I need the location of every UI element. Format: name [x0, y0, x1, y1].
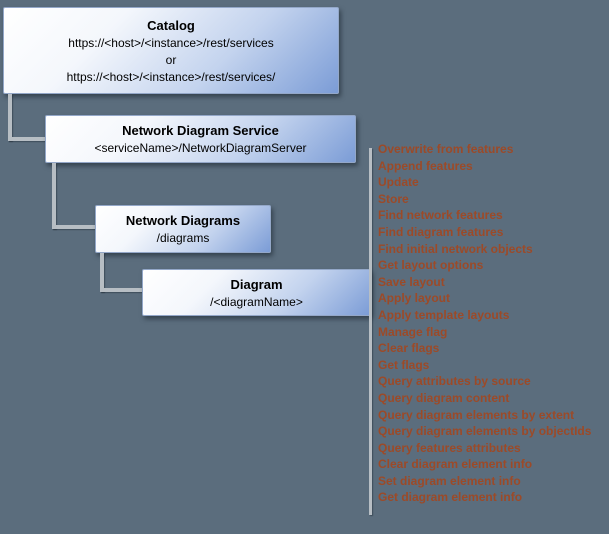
operation-link[interactable]: Find initial network objects	[378, 241, 533, 256]
diagram-box[interactable]: Diagram /<diagramName>	[142, 269, 371, 316]
operation-link[interactable]: Set diagram element info	[378, 473, 521, 488]
operation-link[interactable]: Query diagram content	[378, 390, 510, 405]
catalog-title: Catalog	[147, 17, 195, 33]
catalog-url-2: https://<host>/<instance>/rest/services/	[66, 69, 276, 84]
operation-link[interactable]: Get diagram element info	[378, 490, 523, 505]
operation-link[interactable]: Get flags	[378, 357, 430, 372]
operation-link[interactable]: Store	[378, 191, 409, 206]
operation-link[interactable]: Query attributes by source	[378, 374, 531, 389]
connector-catalog-service-vertical	[8, 94, 12, 141]
operation-link[interactable]: Manage flag	[378, 324, 448, 339]
operation-link[interactable]: Clear flags	[378, 341, 440, 356]
operation-link[interactable]: Find diagram features	[378, 224, 504, 239]
operation-link[interactable]: Query diagram elements by objectIds	[378, 424, 592, 439]
operation-link[interactable]: Find network features	[378, 208, 503, 223]
catalog-or-label: or	[165, 52, 177, 67]
diagram-title: Diagram	[230, 276, 283, 292]
operation-link[interactable]: Overwrite from features	[378, 142, 514, 156]
diagrams-title: Network Diagrams	[125, 213, 241, 228]
operation-link[interactable]: Get layout options	[378, 258, 484, 273]
service-url: <serviceName>/NetworkDiagramServer	[94, 141, 307, 155]
operation-link[interactable]: Apply layout	[378, 291, 451, 306]
operation-link[interactable]: Query features attributes	[378, 440, 521, 455]
operation-link[interactable]: Query diagram elements by extent	[378, 407, 575, 422]
connector-service-diagrams-horizontal	[52, 225, 95, 229]
operation-link[interactable]: Apply template layouts	[378, 307, 510, 322]
operation-link[interactable]: Append features	[378, 158, 473, 173]
operation-link[interactable]: Update	[378, 175, 419, 190]
connector-catalog-service-horizontal	[8, 137, 45, 141]
connector-service-diagrams-vertical	[52, 163, 56, 229]
diagram-url: /<diagramName>	[210, 294, 303, 309]
connector-diagrams-diagram-horizontal	[100, 288, 142, 292]
catalog-url-1: https://<host>/<instance>/rest/services	[68, 35, 274, 50]
operation-link[interactable]: Clear diagram element info	[378, 457, 533, 472]
diagrams-url: /diagrams	[156, 231, 210, 245]
operation-link[interactable]: Save layout	[378, 274, 445, 289]
network-diagrams-box[interactable]: Network Diagrams /diagrams	[95, 205, 271, 253]
service-title: Network Diagram Service	[122, 123, 279, 138]
operations-rail-line	[369, 148, 372, 515]
network-diagram-service-box[interactable]: Network Diagram Service <serviceName>/Ne…	[45, 115, 356, 163]
catalog-box[interactable]: Catalog https://<host>/<instance>/rest/s…	[3, 7, 339, 94]
connector-diagrams-diagram-vertical	[100, 253, 104, 292]
